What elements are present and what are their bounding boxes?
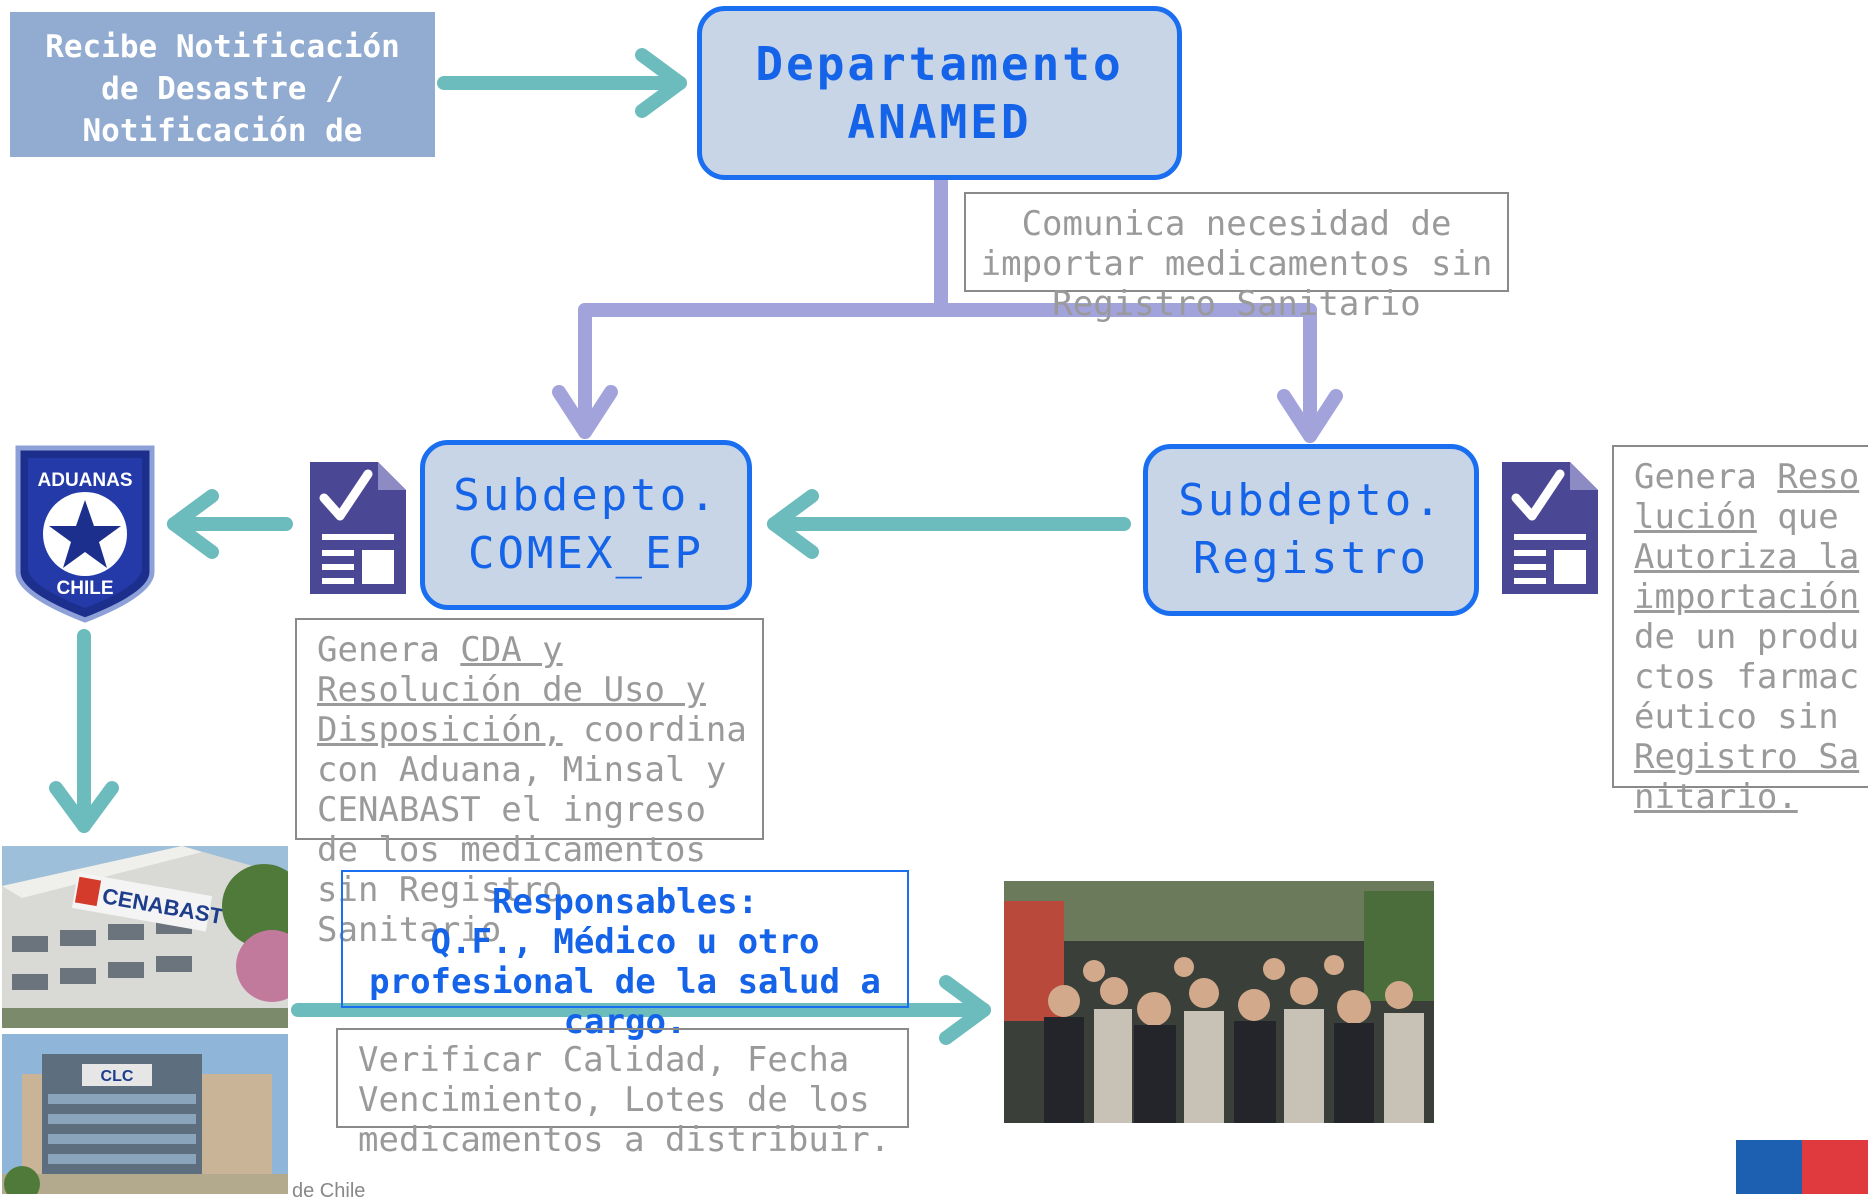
registro-note: Genera Resolución que Autoriza la import… — [1612, 445, 1868, 817]
registro-note-registro-sanitario: Registro Sanitario. — [1634, 737, 1860, 817]
anamed-node: Departamento ANAMED — [697, 6, 1182, 180]
comex-note-intro: Genera — [317, 630, 461, 670]
responsables-detail: Q.F., Médico u otro profesional de la sa… — [369, 922, 881, 1042]
comex-node: Subdepto. COMEX_EP — [420, 440, 752, 610]
chile-flag-logo — [1736, 1140, 1868, 1194]
registro-line-2: Registro — [1193, 533, 1429, 584]
responsables-title: Responsables: — [491, 882, 759, 922]
arrow-registro-to-comex — [767, 489, 1131, 559]
arrow-anamed-to-registro — [1277, 303, 1343, 443]
anamed-line-1: Departamento — [755, 37, 1124, 91]
comex-note: Genera CDA y Resolución de Uso y Disposi… — [295, 618, 764, 950]
registro-node: Subdepto. Registro — [1143, 444, 1479, 616]
verificar-note: Verificar Calidad, Fecha Vencimiento, Lo… — [336, 1028, 909, 1160]
aduanas-chile-logo: ADUANAS CHILE — [15, 445, 155, 623]
comex-line-2: COMEX_EP — [468, 528, 704, 579]
arrow-anamed-to-comex — [552, 303, 618, 439]
registro-note-resolucion: Resolución — [1634, 457, 1860, 537]
clc-sign-text: CLC — [101, 1068, 134, 1085]
disaster-notification-box: Recibe Notificación de Desastre / Notifi… — [10, 12, 435, 157]
comex-line-1: Subdepto. — [453, 470, 719, 521]
comunica-text: Comunica necesidad de importar medicamen… — [980, 204, 1493, 324]
arrow-notice-to-anamed — [437, 48, 687, 118]
arrow-aduanas-to-cenabast — [49, 629, 119, 833]
footer-text: de Chile — [292, 1180, 366, 1202]
arrow-comex-to-aduanas — [167, 489, 293, 559]
responsables-box: Responsables: Q.F., Médico u otro profes… — [341, 870, 909, 1042]
registro-note-mid-1: que — [1756, 497, 1839, 537]
aduanas-logo-top: ADUANAS — [38, 470, 133, 491]
arrow-distribution-to-people — [291, 975, 991, 1045]
crowd-photo — [1004, 881, 1434, 1123]
clc-building-photo: CLC — [2, 1034, 288, 1194]
aduanas-logo-bottom: CHILE — [57, 578, 114, 599]
registro-note-autoriza: Autoriza la importación — [1634, 537, 1860, 617]
comex-note-documents-link: CDA y Resolución de Uso y Disposición, — [317, 630, 706, 750]
notification-line-2: de Desastre / — [101, 71, 344, 107]
registro-note-mid-2: de un productos farmacéutico sin — [1634, 617, 1860, 737]
arrow-anamed-split — [578, 173, 1317, 317]
registro-line-1: Subdepto. — [1178, 475, 1444, 526]
anamed-line-2: ANAMED — [847, 95, 1032, 149]
cenabast-building-photo: CENABAST — [2, 846, 288, 1028]
notification-line-3: Notificación de — [82, 113, 363, 149]
verificar-text: Verificar Calidad, Fecha Vencimiento, Lo… — [358, 1040, 891, 1160]
comex-note-rest: coordina con Aduana, Minsal y CENABAST e… — [317, 710, 747, 950]
document-check-icon-registro — [1502, 462, 1598, 594]
document-check-icon — [310, 462, 406, 594]
notification-line-1: Recibe Notificación — [45, 29, 400, 65]
comunica-note: Comunica necesidad de importar medicamen… — [964, 192, 1509, 324]
registro-note-intro: Genera — [1634, 457, 1778, 497]
